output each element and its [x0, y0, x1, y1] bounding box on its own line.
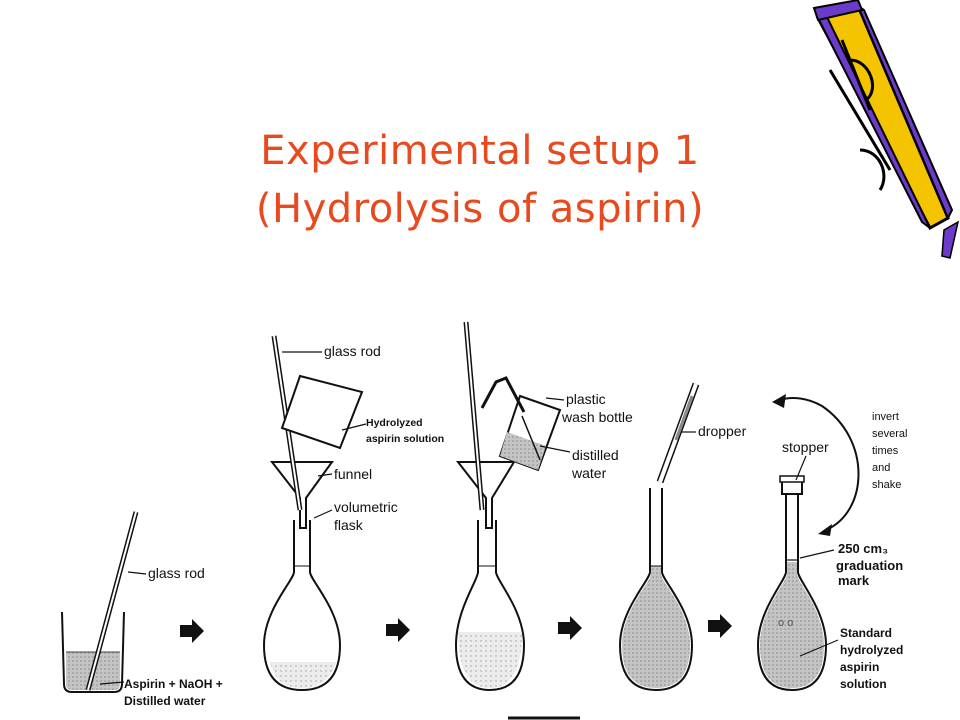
invert-arrow: [772, 394, 860, 536]
volumetric-flask-step5: o o: [756, 494, 828, 692]
arrow-right-icon: [708, 614, 732, 638]
step2-rod-label: glass rod: [324, 343, 381, 359]
dropper: [656, 382, 700, 484]
slide-title-line1: Experimental setup 1: [260, 128, 700, 174]
step2-flask-label-1: volumetric: [334, 499, 398, 515]
beaker-glass-rod: [85, 511, 139, 691]
step5-mark-label-1: 250 cm₃: [838, 541, 888, 556]
step5-invert-label-2: several: [872, 428, 907, 440]
step2-solution-label-2: aspirin solution: [366, 433, 444, 445]
arrow-right-icon: [558, 616, 582, 640]
beaker-contents-label-2: Distilled water: [124, 694, 206, 708]
step5-mark-label-3: mark: [838, 573, 870, 588]
arrow-right-icon: [180, 619, 204, 643]
step5-invert-label-1: invert: [872, 411, 899, 423]
step2-solution-label-1: Hydrolyzed: [366, 417, 423, 429]
step5-solution-label-3: aspirin: [840, 660, 879, 674]
svg-text:o o: o o: [778, 617, 793, 629]
volumetric-flask-step3: [454, 520, 526, 692]
step3-water-label-2: water: [571, 465, 607, 481]
arrow-right-icon: [386, 618, 410, 642]
step3-bottle-label-1: plastic: [566, 391, 606, 407]
wash-bottle: [480, 376, 562, 472]
step5-solution-label-4: solution: [840, 677, 887, 691]
step5-invert-label-4: and: [872, 462, 890, 474]
step5-invert-label-3: times: [872, 445, 899, 457]
step4-dropper-label: dropper: [698, 423, 747, 439]
volumetric-flask-step2: [262, 520, 342, 692]
step3-water-label-1: distilled: [572, 447, 619, 463]
beaker-contents-label-1: Aspirin + NaOH +: [124, 677, 223, 691]
step5-invert-label-5: shake: [872, 479, 901, 491]
beaker-rod-label: glass rod: [148, 565, 205, 581]
glass-rod-step3: [463, 321, 485, 511]
step5-mark-label-2: graduation: [836, 558, 903, 573]
funnel-step2: [269, 461, 334, 529]
pencil-icon: [812, 0, 960, 259]
step2-funnel-label: funnel: [334, 466, 372, 482]
volumetric-flask-step4: [618, 488, 694, 692]
beaker-tilted: [280, 374, 364, 450]
step5-stopper-label: stopper: [782, 439, 829, 455]
step3-bottle-label-2: wash bottle: [561, 409, 633, 425]
funnel-step3: [455, 461, 516, 529]
step5-solution-label-1: Standard: [840, 626, 892, 640]
slide-title-line2: (Hydrolysis of aspirin): [255, 186, 705, 232]
step2-flask-label-2: flask: [334, 517, 364, 533]
step5-solution-label-2: hydrolyzed: [840, 643, 903, 657]
stopper: [779, 475, 805, 495]
